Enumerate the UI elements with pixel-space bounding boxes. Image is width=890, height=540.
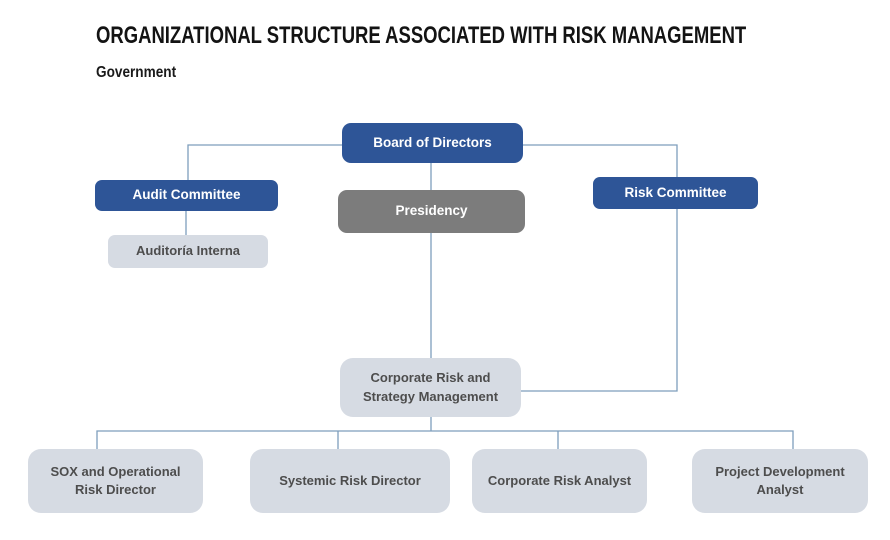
node-label: Board of Directors: [373, 134, 492, 150]
node-project-development-analyst: Project Development Analyst: [692, 449, 868, 513]
node-label: Auditoría Interna: [135, 243, 240, 259]
page-title: ORGANIZATIONAL STRUCTURE ASSOCIATED WITH…: [96, 22, 747, 49]
node-audit-committee: Audit Committee: [95, 180, 278, 211]
node-corporate-risk-analyst: Corporate Risk Analyst: [472, 449, 647, 513]
node-label-line1: SOX and Operational: [50, 463, 181, 479]
node-label: Systemic Risk Director: [279, 472, 421, 488]
node-sox-operational-risk-director: SOX and Operational Risk Director: [28, 449, 203, 513]
section-label-government: Government: [96, 64, 177, 81]
connector-board-to-risk: [523, 144, 678, 177]
node-label-line1: Project Development: [715, 463, 845, 479]
connector-bottom-rail: [96, 430, 794, 449]
node-label: Risk Committee: [624, 184, 727, 200]
node-auditoria-interna: Auditoría Interna: [108, 235, 268, 268]
node-risk-committee: Risk Committee: [593, 177, 758, 209]
node-board-of-directors: Board of Directors: [342, 123, 523, 163]
node-label-line2: Risk Director: [75, 482, 156, 497]
connector-board-to-audit: [187, 144, 342, 180]
node-label: Audit Committee: [132, 187, 241, 203]
node-label-line1: Corporate Risk and: [370, 370, 491, 386]
node-corporate-risk-strategy-management: Corporate Risk and Strategy Management: [340, 358, 521, 417]
node-label: Corporate Risk Analyst: [487, 472, 632, 488]
node-systemic-risk-director: Systemic Risk Director: [250, 449, 450, 513]
node-label-line2: Strategy Management: [362, 388, 499, 404]
node-label: Presidency: [395, 203, 468, 219]
node-label-line2: Analyst: [756, 482, 804, 497]
node-presidency: Presidency: [338, 190, 525, 233]
connector-risk-to-corporate: [521, 209, 678, 392]
